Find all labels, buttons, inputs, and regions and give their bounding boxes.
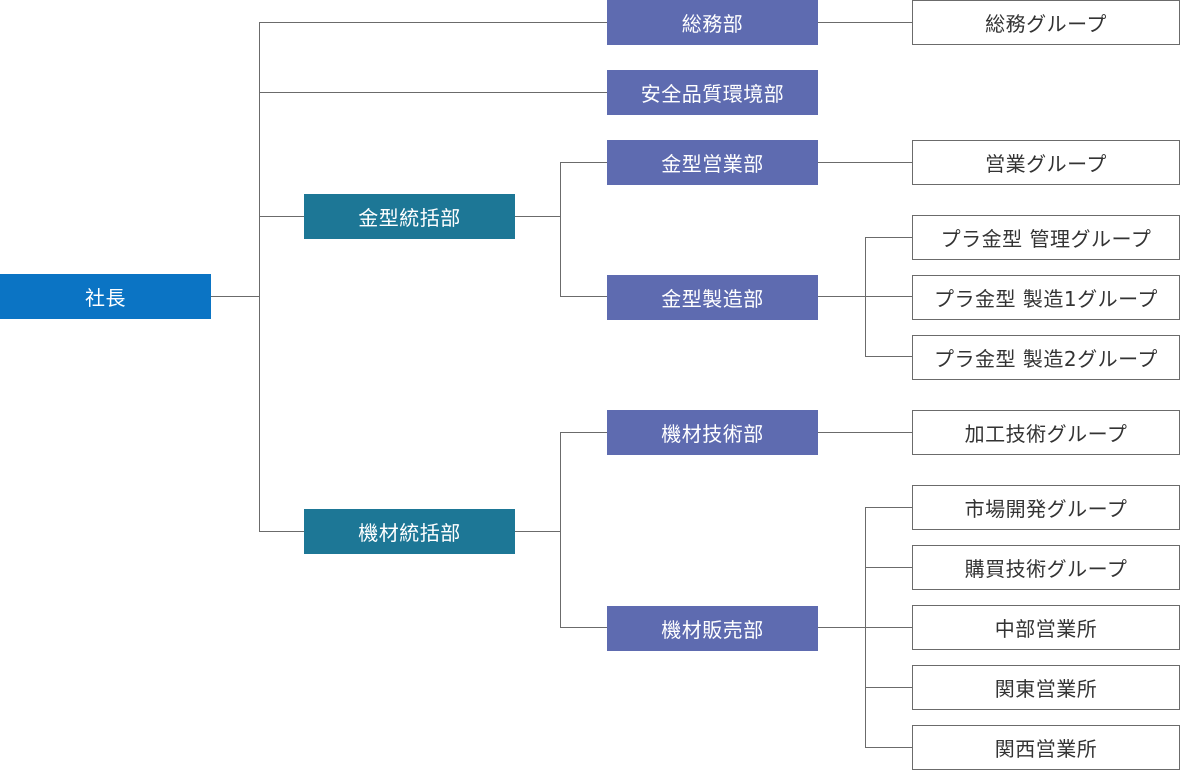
connector-sales-group <box>818 162 912 163</box>
connector-machinery-sales <box>560 627 607 628</box>
connector-chubu-office <box>865 627 912 628</box>
connector-machinery-sales-out <box>818 627 866 628</box>
machinery-division-box: 機材統括部 <box>304 509 515 554</box>
connector-general-affairs-group <box>818 22 912 23</box>
connector-main-spine <box>259 22 260 532</box>
connector-president-trunk <box>210 296 260 297</box>
connector-purchasing-tech <box>865 567 912 568</box>
connector-safety-quality <box>259 92 607 93</box>
plastic-mold-mgmt-group-box: プラ金型 管理グループ <box>912 215 1180 260</box>
plastic-mold-mfg1-group-box: プラ金型 製造1グループ <box>912 275 1180 320</box>
general-affairs-dept-box: 総務部 <box>607 0 818 45</box>
mold-division-box: 金型統括部 <box>304 194 515 239</box>
connector-mold-division-out <box>515 216 561 217</box>
mold-sales-dept-box: 金型営業部 <box>607 140 818 185</box>
connector-kanto-office <box>865 687 912 688</box>
president-box: 社長 <box>0 274 211 319</box>
connector-machinery-tech <box>560 432 607 433</box>
mold-manufacturing-dept-box: 金型製造部 <box>607 275 818 320</box>
kansai-office-box: 関西営業所 <box>912 725 1180 770</box>
general-affairs-group-box: 総務グループ <box>912 0 1180 45</box>
connector-kansai-office <box>865 747 912 748</box>
connector-mold-division <box>259 216 304 217</box>
connector-mold-sales <box>560 162 607 163</box>
chubu-office-box: 中部営業所 <box>912 605 1180 650</box>
connector-machinery-division-out <box>515 531 561 532</box>
connector-manufacturing-spine <box>865 237 866 357</box>
connector-plastic-mfg2 <box>865 356 912 357</box>
market-dev-group-box: 市場開発グループ <box>912 485 1180 530</box>
machinery-sales-dept-box: 機材販売部 <box>607 606 818 651</box>
connector-mold-spine <box>560 162 561 297</box>
connector-general-affairs <box>259 22 607 23</box>
safety-quality-dept-box: 安全品質環境部 <box>607 70 818 115</box>
connector-market-dev <box>865 507 912 508</box>
sales-group-box: 営業グループ <box>912 140 1180 185</box>
connector-plastic-mgmt <box>865 237 912 238</box>
plastic-mold-mfg2-group-box: プラ金型 製造2グループ <box>912 335 1180 380</box>
processing-tech-group-box: 加工技術グループ <box>912 410 1180 455</box>
kanto-office-box: 関東営業所 <box>912 665 1180 710</box>
machinery-tech-dept-box: 機材技術部 <box>607 410 818 455</box>
purchasing-tech-group-box: 購買技術グループ <box>912 545 1180 590</box>
connector-machinery-division <box>259 531 304 532</box>
connector-mold-manufacturing <box>560 296 607 297</box>
connector-processing-tech <box>818 432 912 433</box>
connector-machinery-spine <box>560 432 561 628</box>
